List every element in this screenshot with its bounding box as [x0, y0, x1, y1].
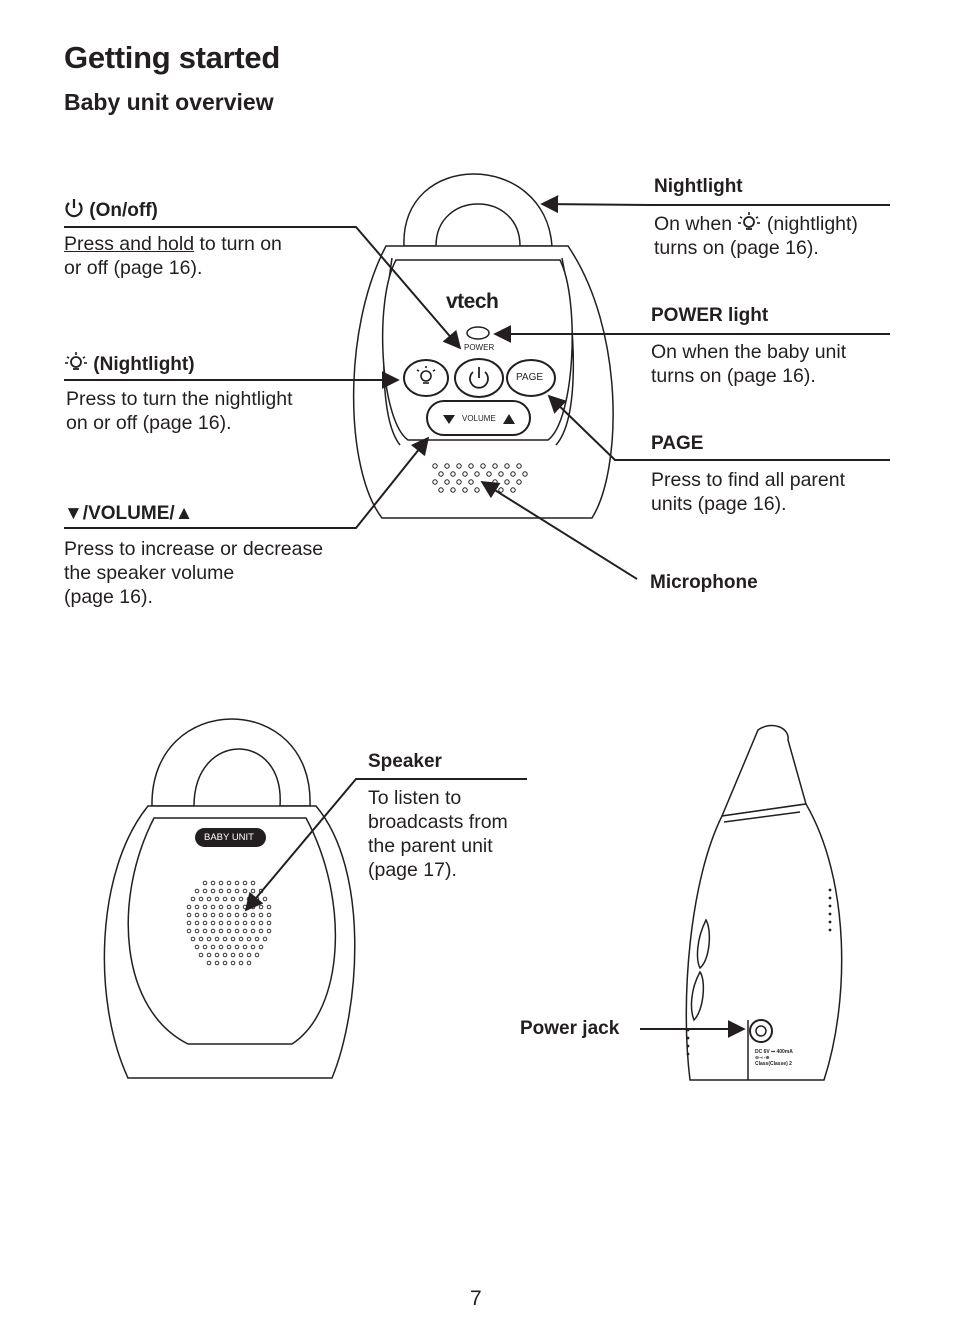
baby-unit-back-illustration [103, 718, 356, 1079]
microphone-holes [432, 463, 528, 493]
baby-unit-badge: BABY UNIT [204, 832, 254, 843]
page-title: Getting started [64, 40, 280, 75]
baby-unit-side-illustration [685, 724, 843, 1081]
page-number: 7 [470, 1287, 482, 1310]
page-description: Press to find all parent units (page 16)… [651, 469, 846, 515]
vtech-logo: vtech [446, 290, 499, 313]
section-subtitle: Baby unit overview [64, 89, 274, 115]
power-jack-heading: Power jack [520, 1018, 620, 1039]
baby-unit-badge-bg [195, 828, 266, 847]
nightlight-description: On when (nightlight) turns on (page 16). [654, 212, 858, 259]
nightlight-icon [738, 212, 761, 230]
on-off-heading: (On/off) [64, 197, 158, 222]
power-led-label: POWER [464, 343, 495, 352]
speaker-description: To listen to broadcasts from the parent … [368, 787, 508, 881]
volume-button-label: VOLUME [462, 414, 496, 423]
page-button-label: PAGE [516, 372, 544, 383]
volume-heading: ▼/VOLUME/▲ [64, 503, 194, 524]
nightlight-heading: Nightlight [654, 176, 743, 197]
power-led [466, 326, 490, 340]
nightlight-button-description: Press to turn the nightlight on or off (… [66, 388, 293, 434]
on-off-description: Press and hold to turn on or off (page 1… [64, 233, 282, 279]
power-rating-label: DC 6V ⎓ 400mA ⊖-◐-⊕ Class(Classe) 2 [755, 1049, 793, 1067]
power-light-description: On when the baby unit turns on (page 16)… [651, 341, 847, 387]
speaker-heading: Speaker [368, 751, 442, 772]
power-button [454, 358, 504, 398]
nightlight-button-heading: (Nightlight) [64, 351, 195, 376]
power-light-heading: POWER light [651, 305, 769, 326]
front-handle [403, 173, 553, 247]
nightlight-icon [65, 352, 87, 370]
volume-description: Press to increase or decrease the speake… [64, 538, 324, 608]
page-heading: PAGE [651, 433, 704, 454]
page-button [506, 359, 556, 397]
speaker-holes [186, 880, 272, 966]
volume-button [426, 400, 531, 436]
nightlight-button [403, 359, 449, 397]
microphone-heading: Microphone [650, 572, 758, 593]
power-icon [65, 199, 83, 218]
